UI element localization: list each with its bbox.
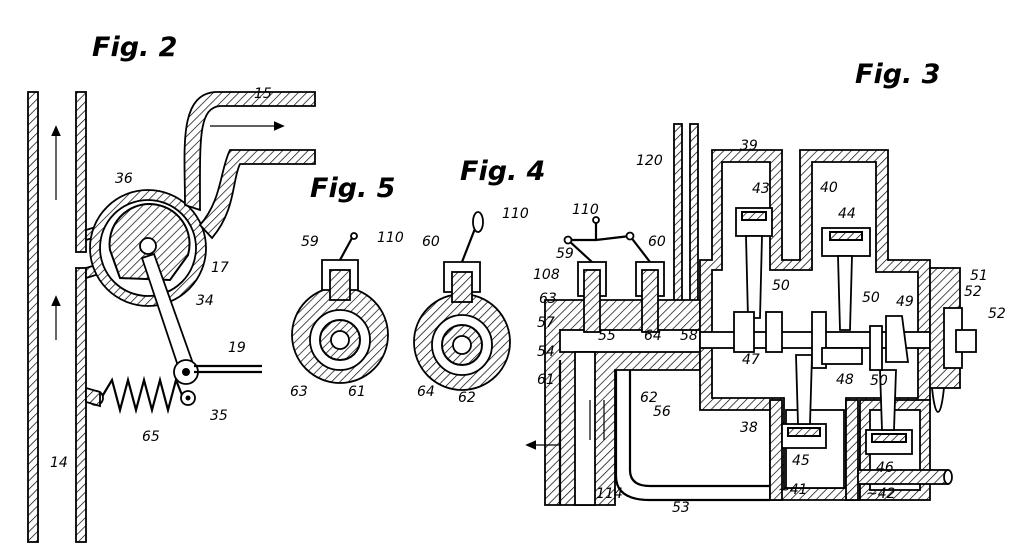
label-f3-38: 38: [740, 420, 758, 436]
fig5-title: Fig. 5: [310, 173, 395, 204]
label-15: 15: [254, 86, 272, 102]
label-f3-48: 48: [836, 372, 854, 388]
label-f3-45: 45: [792, 453, 810, 469]
label-17: 17: [211, 260, 229, 276]
fig3-title: Fig. 3: [855, 59, 940, 90]
figure-4: Fig. 4 60 110 64 62: [413, 156, 545, 406]
label-f3-46: 46: [876, 460, 894, 476]
label-f3-120: 120: [636, 153, 663, 169]
label-f4-62: 62: [458, 390, 476, 406]
piston-43: [735, 207, 773, 319]
label-f3-114: 114: [596, 486, 623, 502]
label-14: 14: [50, 455, 68, 471]
label-f3-44: 44: [838, 206, 856, 222]
label-f3-108: 108: [533, 267, 560, 283]
label-f3-50b: 50: [862, 290, 880, 306]
piston-44: [821, 227, 871, 331]
label-f3-110: 110: [572, 202, 599, 218]
pipe-15: [183, 91, 316, 240]
label-f5-61: 61: [348, 384, 366, 400]
figure-5: Fig. 5 59 110 63 61: [290, 173, 404, 400]
label-f3-47: 47: [742, 352, 760, 368]
pipe-14: [27, 91, 87, 543]
spring-65: [85, 375, 196, 415]
piston-46: [865, 369, 913, 455]
label-f4-60: 60: [422, 234, 440, 250]
label-f3-49: 49: [896, 294, 914, 310]
label-f5-59: 59: [301, 234, 319, 250]
label-f3-52a: 52: [964, 284, 982, 300]
label-65: 65: [142, 429, 160, 445]
label-f5-110: 110: [377, 230, 404, 246]
label-f5-63: 63: [290, 384, 308, 400]
label-f3-52b: 52: [988, 306, 1006, 322]
label-34: 34: [196, 293, 214, 309]
label-f3-50a: 50: [772, 278, 790, 294]
valve-housing-36: [89, 189, 207, 307]
fig2-title: Fig. 2: [92, 32, 177, 63]
figure-3: Fig. 3: [525, 59, 1006, 516]
label-f3-64: 64: [644, 328, 662, 344]
label-f3-40: 40: [820, 180, 838, 196]
label-f3-41: ~41: [778, 482, 808, 498]
pipe-53: [614, 370, 953, 502]
label-f3-43: 43: [752, 181, 770, 197]
pipe-120: [673, 123, 699, 325]
label-f3-60: 60: [648, 234, 666, 250]
label-f3-59: 59: [556, 246, 574, 262]
label-f3-51: 51: [970, 268, 988, 284]
label-f3-57: 57: [537, 315, 555, 331]
piston-45: [781, 354, 827, 449]
label-f4-64: 64: [417, 384, 435, 400]
fig4-title: Fig. 4: [460, 156, 545, 187]
pipe-114: [558, 360, 605, 505]
label-f4-110: 110: [502, 206, 529, 222]
label-f3-39: 39: [740, 138, 758, 154]
label-f3-50c: 50: [870, 373, 888, 389]
label-f3-63: 63: [539, 291, 557, 307]
rotor-pivot: [139, 237, 157, 255]
lever-34: [140, 252, 262, 385]
label-f3-53: 53: [672, 500, 690, 516]
label-f3-54: 54: [537, 344, 555, 360]
label-f3-42: ~42: [866, 486, 896, 502]
label-f3-56: 56: [653, 404, 671, 420]
crankshaft-47: [699, 267, 977, 413]
figure-2: Fig. 2: [27, 32, 316, 543]
valve-block-108: [525, 216, 701, 506]
label-35: 35: [210, 408, 228, 424]
label-f3-61: 61: [537, 372, 555, 388]
label-19: 19: [228, 340, 246, 356]
label-f3-62: 62: [640, 390, 658, 406]
label-f3-58: 58: [680, 328, 698, 344]
label-36: 36: [115, 171, 133, 187]
label-f3-55: 55: [598, 328, 616, 344]
